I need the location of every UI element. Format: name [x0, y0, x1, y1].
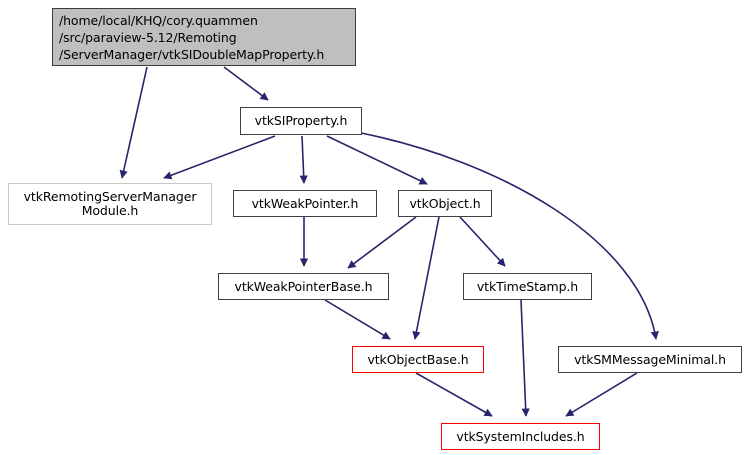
node-vtkWeakPointerBase[interactable]: vtkWeakPointerBase.h [218, 273, 389, 300]
edge-vtkWeakPointerBase-to-vtkObjectBase [324, 299, 391, 340]
edge-group [119, 66, 659, 417]
node-vtkObjectBase[interactable]: vtkObjectBase.h [352, 346, 484, 373]
node-vtkWeakPointer[interactable]: vtkWeakPointer.h [233, 190, 377, 217]
edge-vtkSIProperty-to-vtkObject [326, 135, 428, 185]
edge-root-to-vtkRemotingServerManagerModule [119, 66, 148, 179]
node-vtkSystemIncludes[interactable]: vtkSystemIncludes.h [441, 423, 600, 450]
edge-vtkObject-to-vtkObjectBase [412, 216, 440, 340]
edge-vtkSMMessageMinimal-to-vtkSystemIncludes [565, 372, 638, 417]
edge-vtkTimeStamp-to-vtkSystemIncludes [520, 299, 530, 417]
node-root[interactable]: /home/local/KHQ/cory.quammen /src/paravi… [52, 8, 356, 66]
edge-vtkObject-to-vtkTimeStamp [459, 216, 506, 267]
node-vtkRemotingServerManagerModule[interactable]: vtkRemotingServerManager Module.h [8, 183, 212, 225]
edge-vtkSIProperty-to-vtkSMMessageMinimal [355, 131, 659, 340]
edge-vtkObjectBase-to-vtkSystemIncludes [415, 372, 493, 417]
edge-vtkObject-to-vtkWeakPointerBase [347, 216, 417, 269]
node-vtkSIProperty[interactable]: vtkSIProperty.h [240, 107, 362, 135]
node-vtkTimeStamp[interactable]: vtkTimeStamp.h [463, 273, 592, 300]
edge-vtkSIProperty-to-vtkWeakPointer [299, 135, 308, 184]
edge-root-to-vtkSIProperty [223, 66, 269, 101]
node-vtkObject[interactable]: vtkObject.h [398, 190, 492, 217]
node-vtkSMMessageMinimal[interactable]: vtkSMMessageMinimal.h [558, 346, 742, 373]
edge-vtkSIProperty-to-vtkRemotingServerManagerModule [163, 135, 276, 180]
